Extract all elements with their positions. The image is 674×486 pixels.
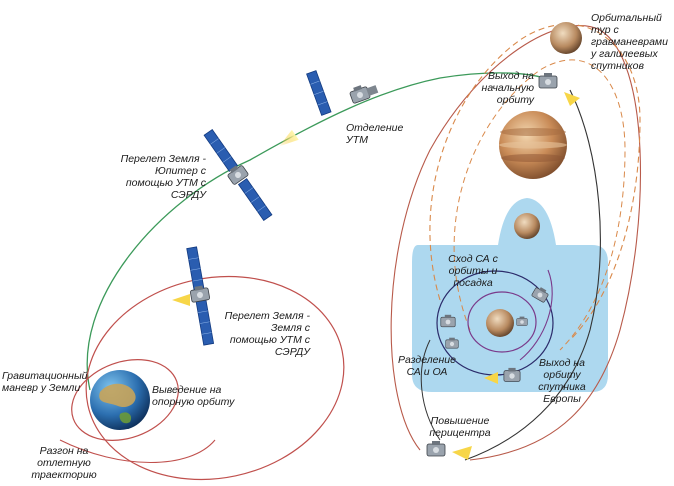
spacecraft-earth-jupiter [203,129,299,221]
jupiter [499,111,567,179]
label-descent-landing: Сход СА с орбиты и посадка [448,253,498,289]
departure-trajectory [59,439,216,464]
orbit-tour-dashed-2 [453,59,626,351]
orbit-tour-solid [390,25,641,461]
label-separation-utm: Отделение УТМ [346,122,404,146]
flame-europa-orbit [484,372,498,384]
europa-center [486,309,514,337]
flame-earth-earth [172,294,190,306]
orbit-tour-dashed [429,23,641,341]
label-orbital-tour: Орбитальный тур с гравманеврами у галиле… [591,12,668,72]
orbit-pericenter [464,89,601,461]
label-flight-earth-earth: Перелет Земля - Земля с помощью УТМ с СЭ… [224,310,310,358]
trajectory-earth-jupiter [86,72,551,391]
label-exit-europa-orbit: Выход на орбиту спутника Европы [538,357,586,405]
flame-pericenter [452,446,472,460]
europa-top [514,213,540,239]
orbit-pericenter-inner [420,339,441,441]
label-separation-sa-oa: Разделение СА и ОА [398,354,456,378]
spacecraft-initial-orbit [538,72,558,89]
galilean-moon [550,22,582,54]
europa-phase-panel [412,198,608,392]
label-acceleration-departure: Разгон на отлетную траекторию [31,445,97,481]
earth [90,370,150,430]
orbit-earth-earth [85,275,345,481]
europa-exit-curve [519,269,553,361]
label-pericenter-raise: Повышение перицентра [429,415,491,439]
flame-initial-orbit [564,92,580,106]
label-flight-earth-jupiter: Перелет Земля - Юпитер с помощью УТМ с С… [120,153,206,201]
spacecraft-utm [306,70,379,116]
label-exit-initial-orbit: Выход на начальную орбиту [481,70,534,106]
spacecraft-pericenter [426,440,446,457]
label-gravity-assist-earth: Гравитационный маневр у Земли [2,370,88,394]
parking-orbit [71,359,179,441]
europa-orbit-inner [467,291,537,353]
label-launch-parking-orbit: Выведение на опорную орбиту [152,384,235,408]
